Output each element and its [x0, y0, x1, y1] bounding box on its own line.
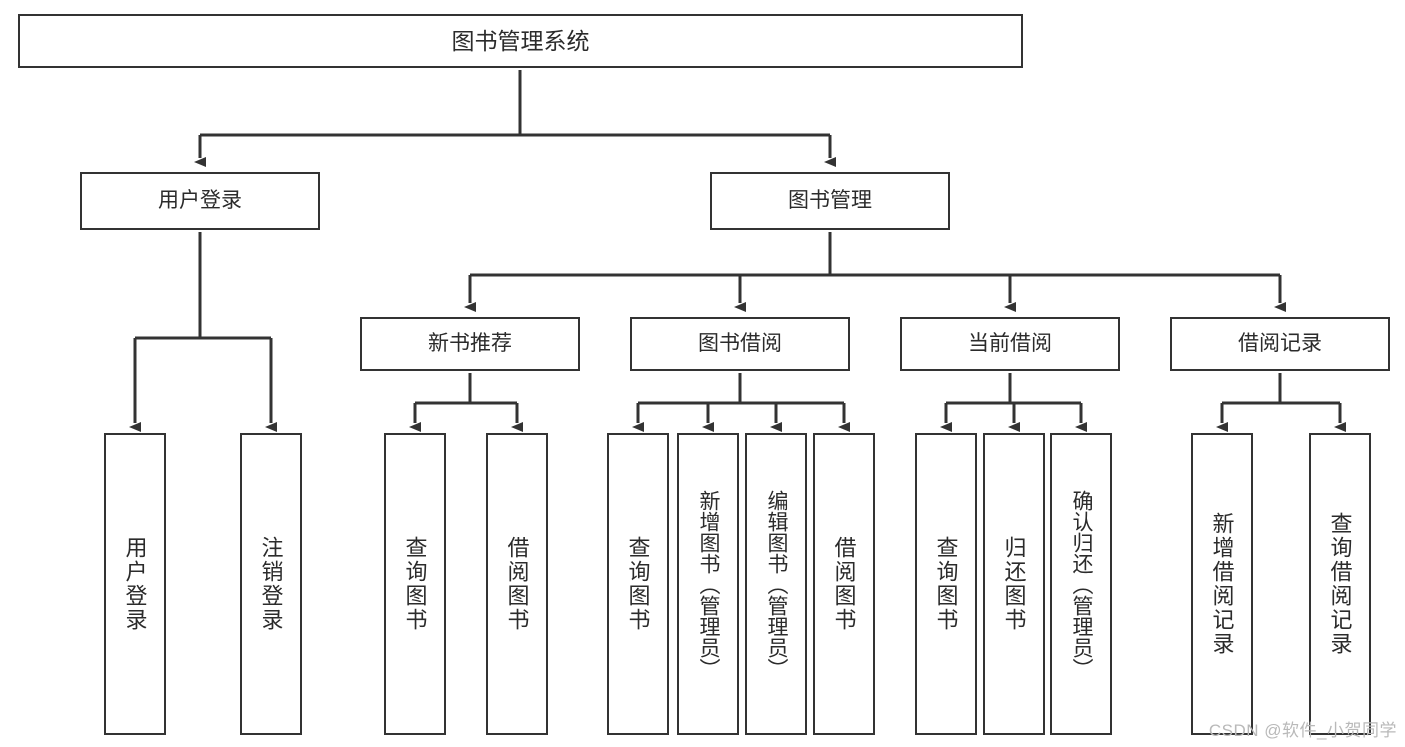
leaf-record-add-borrow-record[interactable]: 新增借阅记录	[1191, 433, 1253, 735]
leaf-newbook-query-book[interactable]: 查询图书	[384, 433, 446, 735]
leaf-record-add-borrow-record-label: 新增借阅记录	[1209, 512, 1235, 656]
node-book-management-label: 图书管理	[788, 188, 872, 212]
leaf-newbook-query-book-label: 查询图书	[402, 536, 428, 632]
node-borrow-record[interactable]: 借阅记录	[1170, 317, 1390, 371]
leaf-user-logout[interactable]: 注销登录	[240, 433, 302, 735]
leaf-borrow-borrow-book[interactable]: 借阅图书	[813, 433, 875, 735]
leaf-user-logout-label: 注销登录	[258, 536, 284, 632]
leaf-current-confirm-return-admin-label: 确认归还（管理员）	[1070, 489, 1094, 679]
node-book-borrow-label: 图书借阅	[698, 331, 782, 355]
leaf-borrow-edit-book-admin[interactable]: 编辑图书（管理员）	[745, 433, 807, 735]
leaf-current-return-book-label: 归还图书	[1001, 536, 1027, 632]
node-root[interactable]: 图书管理系统	[18, 14, 1023, 68]
node-root-label: 图书管理系统	[451, 27, 590, 54]
leaf-record-query-borrow-record[interactable]: 查询借阅记录	[1309, 433, 1371, 735]
leaf-borrow-add-book-admin[interactable]: 新增图书（管理员）	[677, 433, 739, 735]
leaf-borrow-add-book-admin-label: 新增图书（管理员）	[697, 489, 721, 679]
leaf-user-login-label: 用户登录	[122, 536, 148, 632]
leaf-newbook-borrow-book-label: 借阅图书	[504, 536, 530, 632]
node-borrow-record-label: 借阅记录	[1238, 331, 1322, 355]
leaf-newbook-borrow-book[interactable]: 借阅图书	[486, 433, 548, 735]
leaf-current-query-book-label: 查询图书	[933, 536, 959, 632]
leaf-user-login[interactable]: 用户登录	[104, 433, 166, 735]
leaf-record-query-borrow-record-label: 查询借阅记录	[1327, 512, 1353, 656]
leaf-current-query-book[interactable]: 查询图书	[915, 433, 977, 735]
node-current-borrow[interactable]: 当前借阅	[900, 317, 1120, 371]
leaf-current-confirm-return-admin[interactable]: 确认归还（管理员）	[1050, 433, 1112, 735]
leaf-borrow-edit-book-admin-label: 编辑图书（管理员）	[765, 489, 789, 679]
node-book-borrow[interactable]: 图书借阅	[630, 317, 850, 371]
leaf-current-return-book[interactable]: 归还图书	[983, 433, 1045, 735]
csdn-watermark: CSDN @软件_小贺同学	[1208, 721, 1397, 740]
leaf-borrow-query-book[interactable]: 查询图书	[607, 433, 669, 735]
node-new-book-recommend-label: 新书推荐	[428, 331, 512, 355]
node-current-borrow-label: 当前借阅	[968, 331, 1052, 355]
node-new-book-recommend[interactable]: 新书推荐	[360, 317, 580, 371]
leaf-borrow-query-book-label: 查询图书	[625, 536, 651, 632]
leaf-borrow-borrow-book-label: 借阅图书	[831, 536, 857, 632]
node-book-management[interactable]: 图书管理	[710, 172, 950, 230]
node-user-login-label: 用户登录	[158, 188, 242, 212]
node-user-login[interactable]: 用户登录	[80, 172, 320, 230]
